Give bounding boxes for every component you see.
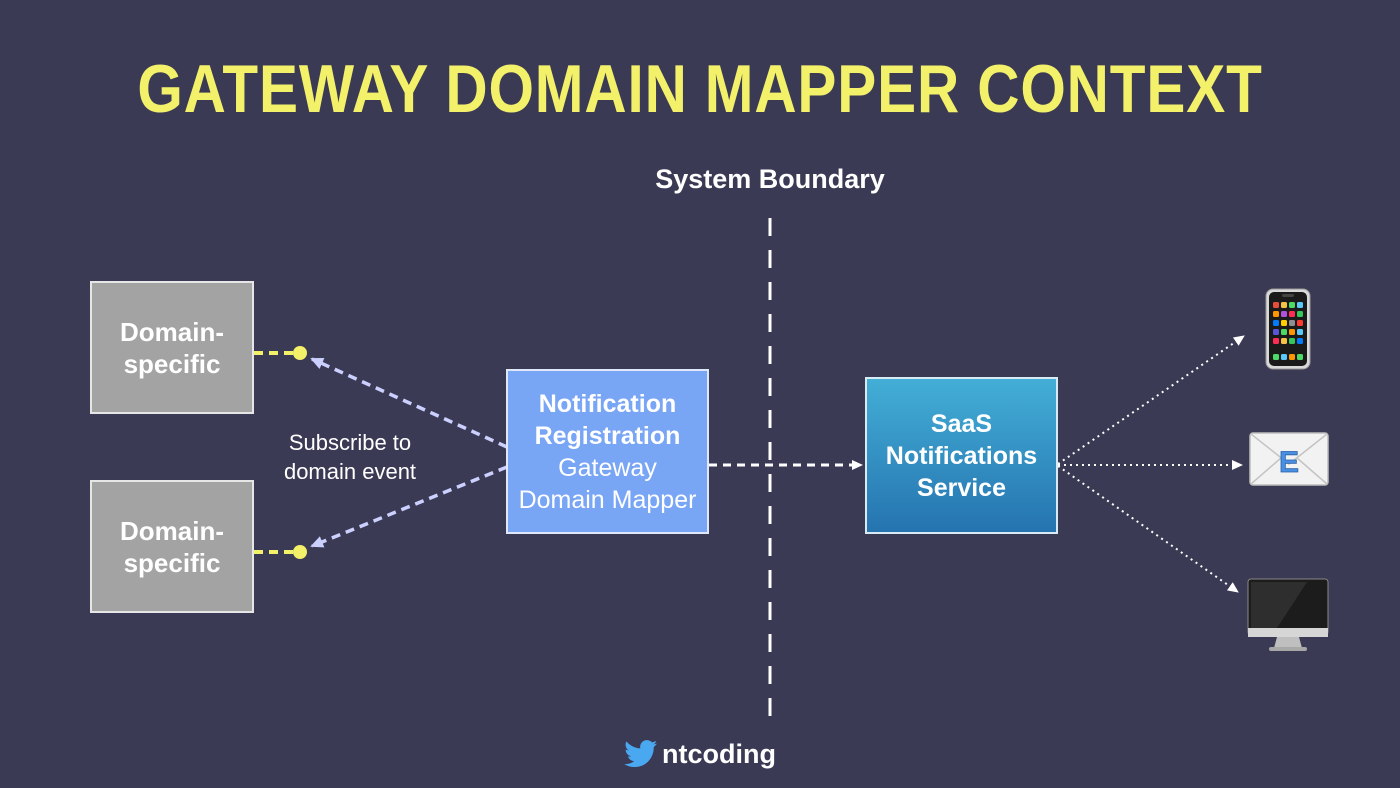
subscription-dot-top [293, 346, 307, 360]
gateway-box-line4: Domain Mapper [518, 485, 697, 514]
saas-to-phone-arrow [1057, 335, 1245, 465]
domain-specific-box-bottom: Domain- specific [90, 480, 254, 613]
domain-box-top-line1: Domain- [120, 316, 224, 347]
domain-box-bottom-line1: Domain- [120, 515, 224, 546]
gateway-box-line2: Registration [534, 421, 681, 450]
domain-specific-box-top: Domain- specific [90, 281, 254, 414]
email-icon: E [1249, 432, 1329, 486]
gateway-box-line1: Notification [538, 389, 677, 418]
saas-to-desktop-arrow [1057, 465, 1239, 593]
saas-box-line1: SaaS [930, 409, 993, 438]
saas-box-line2: Notifications [885, 441, 1038, 470]
domain-box-bottom-line2: specific [123, 547, 221, 578]
gateway-domain-mapper-box: Notification Registration Gateway Domain… [506, 369, 709, 534]
twitter-handle-text: ntcoding [662, 738, 776, 769]
page-title: GATEWAY DOMAIN MAPPER CONTEXT [137, 51, 1263, 127]
saas-notifications-service-box: SaaS Notifications Service [865, 377, 1058, 534]
subscribe-arrow-top [310, 357, 508, 449]
gateway-box-line3: Gateway [558, 453, 657, 482]
saas-box-line3: Service [917, 473, 1006, 502]
email-icon-letter: E [1279, 446, 1299, 479]
subscribe-label-line2: domain event [283, 459, 417, 484]
twitter-bird-icon [624, 740, 658, 768]
subscribe-label: Subscribe to domain event [258, 428, 442, 486]
subscribe-label-line1: Subscribe to [288, 430, 412, 455]
subscribe-arrow-bottom [310, 465, 508, 548]
subscription-dot-bottom [293, 545, 307, 559]
desktop-monitor-icon [1247, 578, 1329, 651]
smartphone-icon [1265, 288, 1311, 370]
system-boundary-label: System Boundary [655, 164, 885, 194]
twitter-handle: ntcoding [600, 736, 800, 772]
domain-box-top-line2: specific [123, 348, 221, 379]
